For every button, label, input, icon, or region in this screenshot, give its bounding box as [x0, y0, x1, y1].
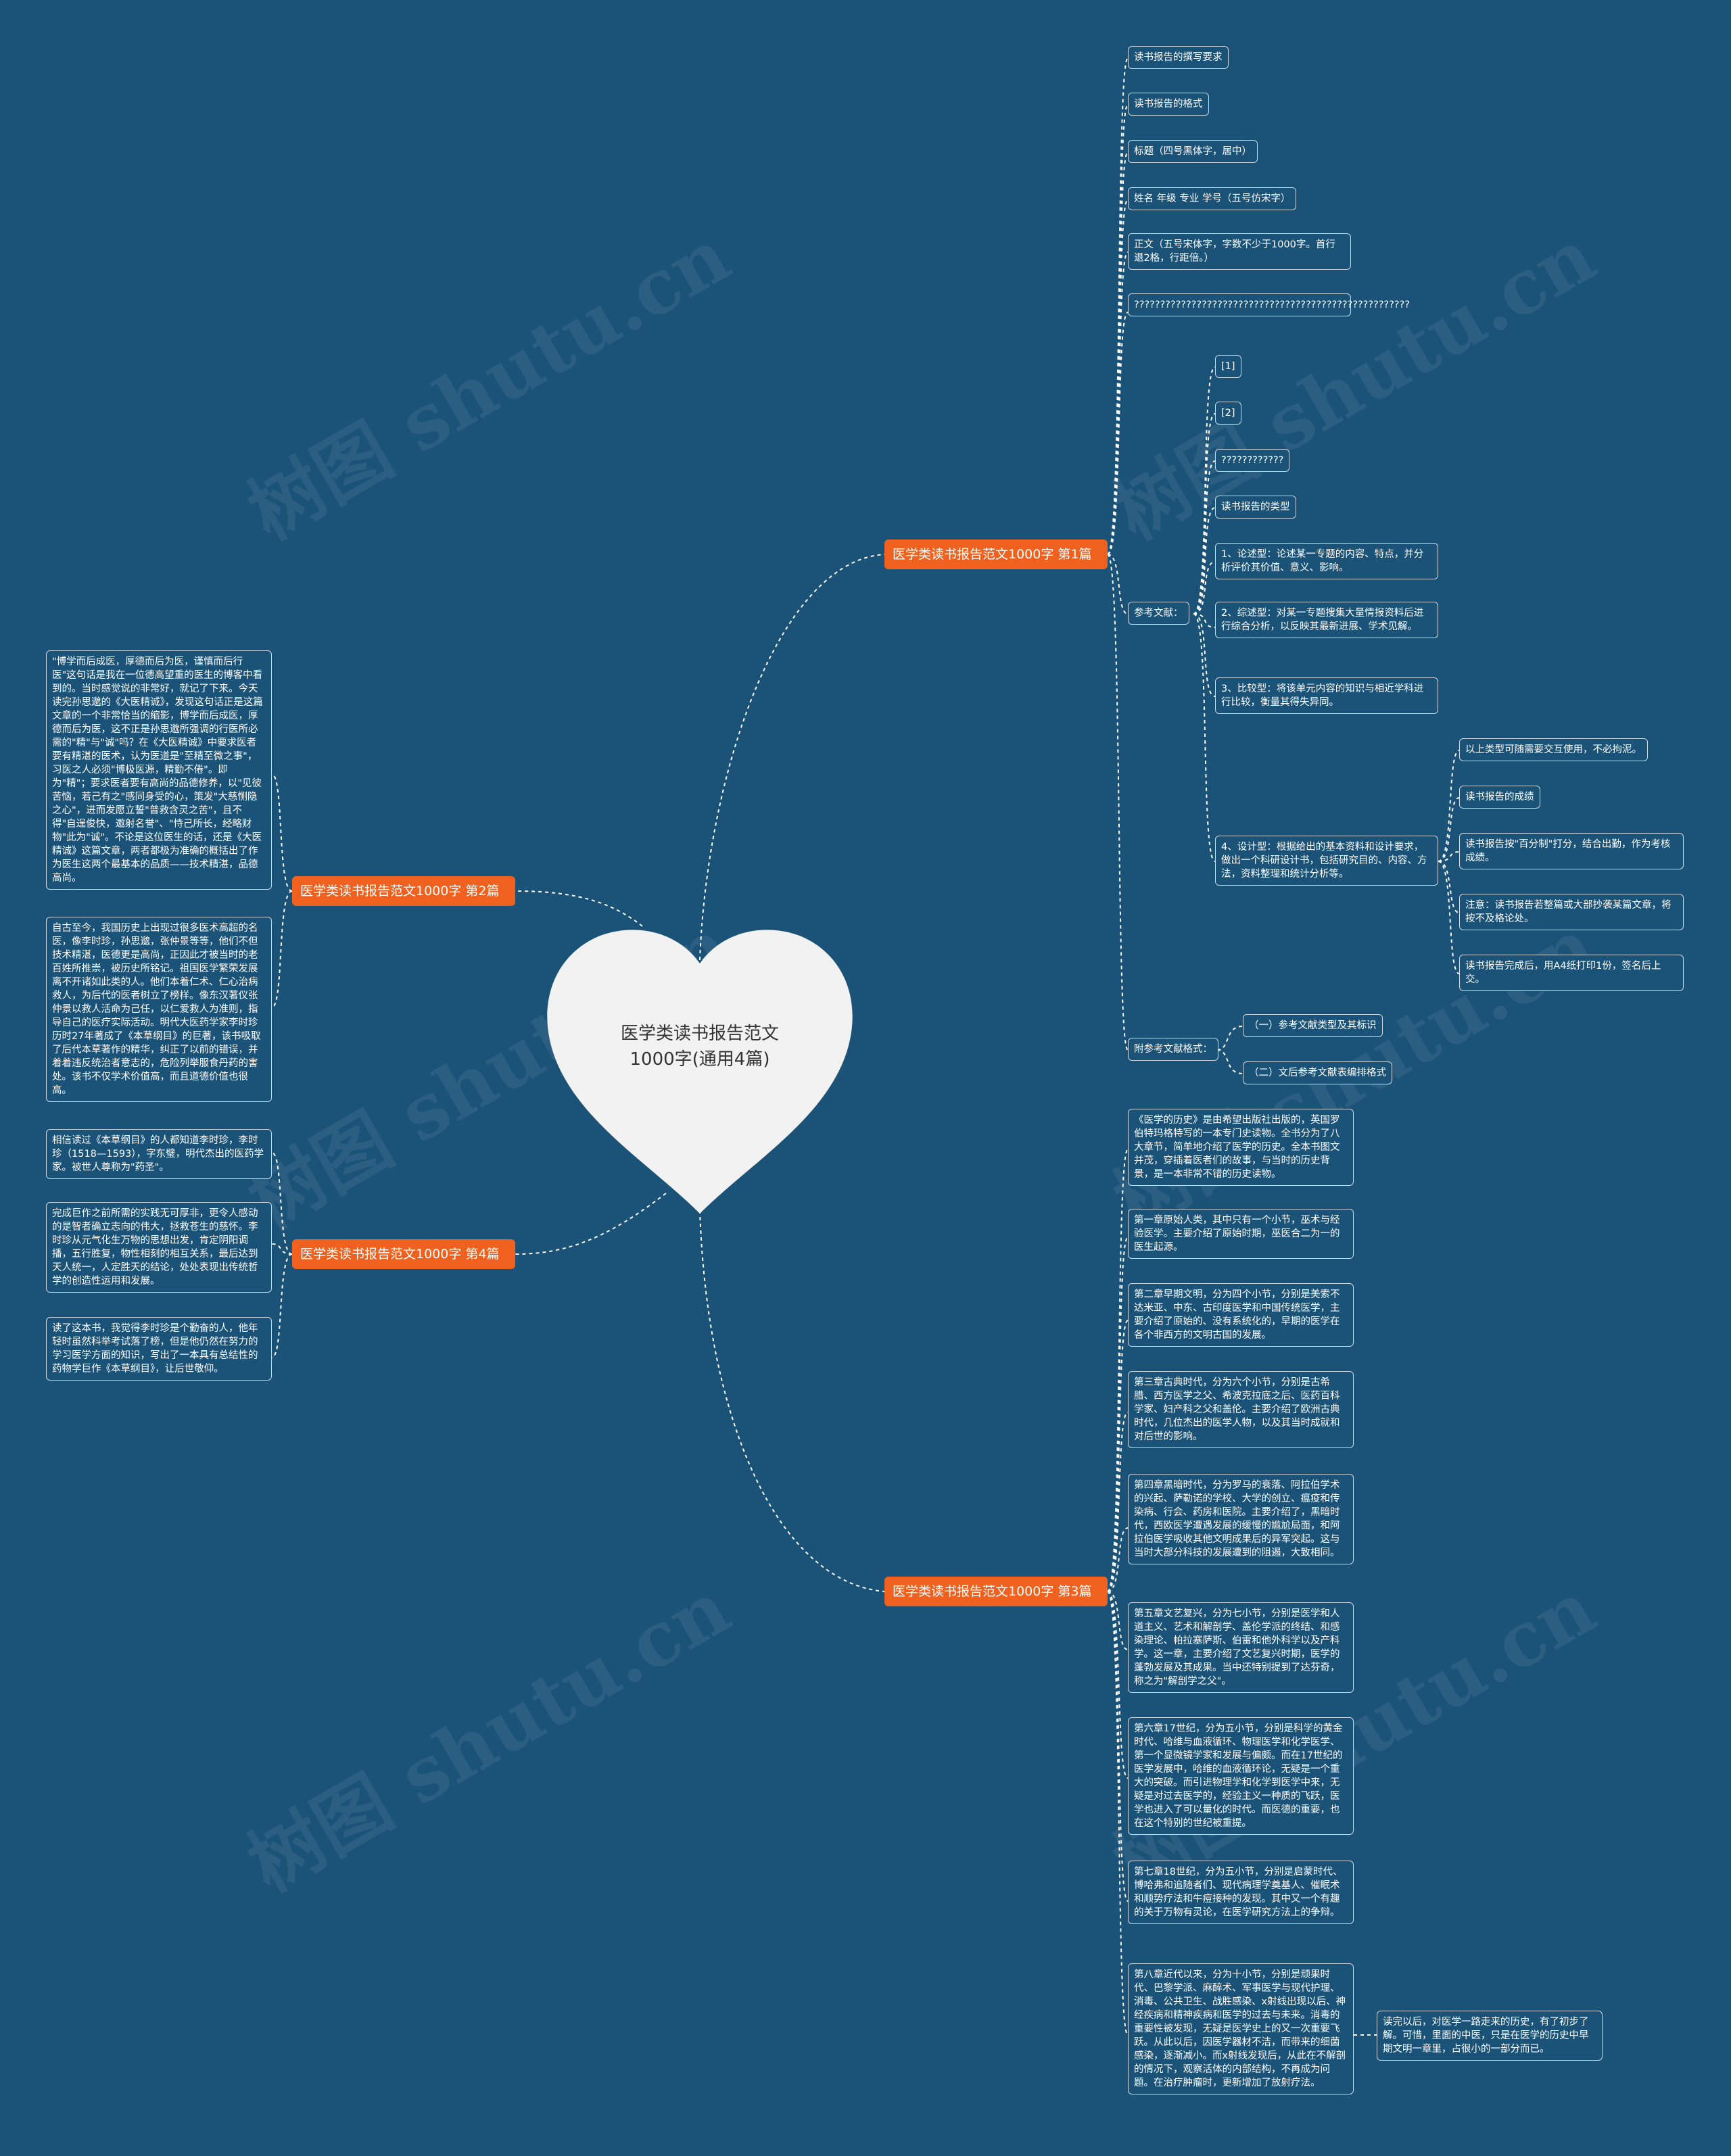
design-note-3[interactable]: 读书报告按"百分制"打分，结合出勤，作为考核成绩。 — [1459, 833, 1684, 869]
node-body-format[interactable]: 正文（五号宋体字，字数不少于1000字。首行退2格，行距倍。） — [1128, 233, 1351, 270]
node-writing-requirements[interactable]: 读书报告的撰写要求 — [1128, 46, 1229, 69]
design-note-1[interactable]: 以上类型可随需要交互使用，不必拘泥。 — [1459, 738, 1648, 761]
part3-chapter-8[interactable]: 第八章近代以来，分为十小节，分别是顽果时代、巴黎学派、麻醉术、军事医学与现代护理… — [1128, 1963, 1354, 2094]
part3-chapter-intro[interactable]: 《医学的历史》是由希望出版社出版的，英国罗伯特玛格特写的一本专门史读物。全书分为… — [1128, 1109, 1354, 1186]
part2-paragraph-2[interactable]: 自古至今，我国历史上出现过很多医术高超的名医，像李时珍，孙思邈，张仲景等等，他们… — [46, 917, 272, 1102]
branch-part-2[interactable]: 医学类读书报告范文1000字 第2篇 — [292, 876, 515, 906]
ref-item-2[interactable]: [2] — [1215, 402, 1241, 425]
part3-chapter-2[interactable]: 第二章早期文明，分为四个小节，分别是美索不达米亚、中东、古印度医学和中国传统医学… — [1128, 1283, 1354, 1347]
part3-chapter-7[interactable]: 第七章18世纪，分为五小节，分别是启蒙时代、博哈弗和追随者们、现代病理学奠基人、… — [1128, 1861, 1354, 1924]
part3-chapter-6[interactable]: 第六章17世纪，分为五小节，分别是科学的黄金时代、哈维与血液循环、物理医学和化学… — [1128, 1717, 1354, 1835]
branch-part-3[interactable]: 医学类读书报告范文1000字 第3篇 — [884, 1577, 1108, 1606]
branch-part-1[interactable]: 医学类读书报告范文1000字 第1篇 — [884, 540, 1108, 569]
center-node[interactable]: 医学类读书报告范文1000字(通用4篇) — [538, 923, 862, 1220]
heart-shape — [547, 930, 853, 1214]
part3-conclusion[interactable]: 读完以后，对医学一路走来的历史，有了初步了解。可惜，里面的中医，只是在医学的历史… — [1377, 2011, 1603, 2061]
design-note-4[interactable]: 注意：读书报告若整篇或大部抄袭某篇文章，将按不及格论处。 — [1459, 894, 1684, 930]
part3-chapter-5[interactable]: 第五章文艺复兴，分为七小节，分别是医学和人道主义、艺术和解剖学、盖伦学派的终结、… — [1128, 1602, 1354, 1693]
ref-type-discussion[interactable]: 1、论述型：论述某一专题的内容、特点，并分析评价其价值、意义、影响。 — [1215, 543, 1438, 579]
node-report-format[interactable]: 读书报告的格式 — [1128, 93, 1209, 116]
design-note-5[interactable]: 读书报告完成后，用A4纸打印1份，签名后上交。 — [1459, 955, 1684, 991]
part2-paragraph-1[interactable]: "博学而后成医，厚德而后为医，谨慎而后行医"这句话是我在一位德高望重的医生的博客… — [46, 650, 272, 890]
ref-type-design[interactable]: 4、设计型：根据给出的基本资料和设计要求，做出一个科研设计书，包括研究目的、内容… — [1215, 836, 1438, 886]
ref-item-3[interactable]: ???????????? — [1215, 449, 1290, 472]
ref-type-review[interactable]: 2、综述型：对某一专题搜集大量情报资料后进行综合分析，以反映其最新进展、学术见解… — [1215, 602, 1438, 638]
part4-paragraph-1[interactable]: 相信读过《本草纲目》的人都知道李时珍，李时珍（1518—1593），字东璧，明代… — [46, 1129, 272, 1179]
node-title-format[interactable]: 标题（四号黑体字，居中） — [1128, 140, 1258, 163]
branch-part-4[interactable]: 医学类读书报告范文1000字 第4篇 — [292, 1239, 515, 1269]
node-references[interactable]: 参考文献： — [1128, 602, 1189, 625]
design-note-2[interactable]: 读书报告的成绩 — [1459, 786, 1540, 809]
part3-chapter-4[interactable]: 第四章黑暗时代，分为罗马的衰落、阿拉伯学术的兴起、萨勒诺的学校、大学的创立、瘟疫… — [1128, 1474, 1354, 1564]
part3-chapter-3[interactable]: 第三章古典时代，分为六个小节，分别是古希腊、西方医学之父、希波克拉底之后、医药百… — [1128, 1371, 1354, 1448]
node-name-format[interactable]: 姓名 年级 专业 学号（五号仿宋字） — [1128, 187, 1297, 210]
part4-paragraph-2[interactable]: 完成巨作之前所需的实践无可厚非，更令人感动的是智者确立志向的伟大，拯救苍生的慈怀… — [46, 1202, 272, 1293]
node-ref-format[interactable]: 附参考文献格式： — [1128, 1038, 1218, 1061]
ref-type-comparison[interactable]: 3、比较型：将该单元内容的知识与相近学科进行比较，衡量其得失异同。 — [1215, 677, 1438, 714]
fmt-item-1[interactable]: （一）参考文献类型及其标识 — [1243, 1014, 1383, 1037]
node-unknown-text[interactable]: ????????????????????????????????????????… — [1128, 293, 1410, 316]
part4-paragraph-3[interactable]: 读了这本书，我觉得李时珍是个勤奋的人，他年轻时虽然科举考试落了榜，但是他仍然在努… — [46, 1317, 272, 1381]
fmt-item-2[interactable]: （二）文后参考文献表编排格式 — [1243, 1061, 1392, 1084]
center-title: 医学类读书报告范文1000字(通用4篇) — [620, 1024, 779, 1070]
ref-report-types[interactable]: 读书报告的类型 — [1215, 496, 1296, 519]
part3-chapter-1[interactable]: 第一章原始人类，其中只有一个小节，巫术与经验医学。主要介绍了原始时期，巫医合二为… — [1128, 1209, 1354, 1259]
ref-item-1[interactable]: [1] — [1215, 355, 1241, 378]
